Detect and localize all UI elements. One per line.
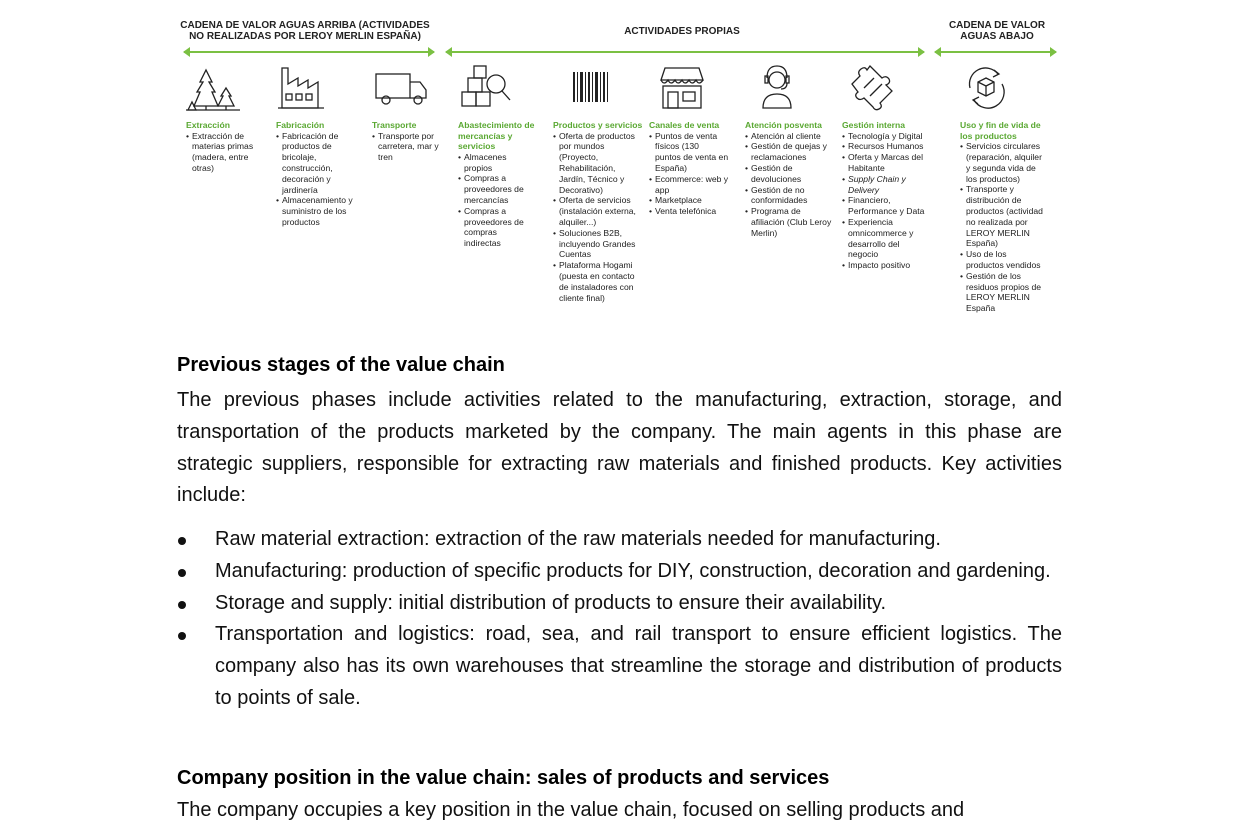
upstream-arrow [183, 47, 435, 57]
boxes-search-icon [461, 65, 511, 107]
section-heading-previous-stages: Previous stages of the value chain [177, 354, 505, 376]
stage-item: Gestión de quejas y reclamaciones [745, 141, 841, 163]
stage-item: Compras a proveedores de compras indirec… [458, 206, 548, 249]
list-item-text: Manufacturing: production of specific pr… [215, 559, 1051, 582]
stage-products-services: Productos y servicios Oferta de producto… [553, 62, 647, 303]
list-item: Raw material extraction: extraction of t… [177, 524, 1062, 556]
list-item-text: Storage and supply: initial distribution… [215, 591, 887, 614]
stage-internal-management: Gestión interna Tecnología y Digital Rec… [842, 62, 938, 271]
list-item: Manufacturing: production of specific pr… [177, 556, 1062, 588]
header-own-activities: ACTIVIDADES PROPIAS [624, 26, 740, 37]
bullet-dot [178, 632, 186, 641]
list-item-text: Transportation and logistics: road, sea,… [215, 623, 1062, 709]
stage-item: Programa de afiliación (Club Leroy Merli… [745, 206, 841, 238]
own-activities-arrow [445, 47, 925, 57]
section-paragraph-cut: The company occupies a key position in t… [177, 799, 965, 821]
stage-transport: Transporte Transporte por carretera, mar… [372, 62, 452, 163]
stage-item: Atención al cliente [745, 131, 841, 142]
stage-item: Soluciones B2B, incluyendo Grandes Cuent… [553, 228, 647, 260]
section-paragraph: The previous phases include activities r… [177, 389, 1062, 507]
value-chain-diagram: CADENA DE VALOR AGUAS ARRIBA (ACTIVIDADE… [178, 14, 1064, 324]
header-upstream: CADENA DE VALOR AGUAS ARRIBA (ACTIVIDADE… [180, 20, 430, 42]
circular-box-icon [968, 67, 1005, 109]
stage-title: Transporte [372, 120, 417, 130]
puzzle-icon [851, 65, 893, 111]
stage-item: Oferta y Marcas del Habitante [842, 152, 938, 174]
stage-item: Gestión de no conformidades [745, 185, 841, 207]
stage-item: Experiencia omnicommerce y desarrollo de… [842, 217, 938, 260]
header-downstream: CADENA DE VALOR AGUAS ABAJO [948, 20, 1046, 42]
bullet-list: Raw material extraction: extraction of t… [177, 524, 1062, 715]
stage-item: Plataforma Hogami (puesta en contacto de… [553, 260, 647, 303]
trees-icon [186, 68, 240, 111]
truck-icon [375, 73, 427, 105]
stage-item: Gestión de devoluciones [745, 163, 841, 185]
headset-icon [762, 65, 792, 109]
stage-title: Productos y servicios [553, 120, 643, 130]
stage-item: Impacto positivo [842, 260, 938, 271]
list-item-text: Raw material extraction: extraction of t… [215, 528, 941, 550]
store-icon [660, 67, 704, 109]
stage-item: Almacenes propios [458, 152, 548, 174]
stage-title: Canales de venta [649, 120, 720, 130]
stage-extraction: Extracción Extracción de materias primas… [186, 62, 270, 174]
stage-item: Recursos Humanos [842, 141, 938, 152]
stage-end-of-life: Uso y fin de vida de los productos Servi… [960, 62, 1056, 314]
stage-manufacturing: Fabricación Fabricación de productos de … [276, 62, 368, 228]
stage-item: Gestión de los residuos propios de LEROY… [960, 271, 1056, 314]
stage-item: Almacenamiento y suministro de los produ… [276, 195, 368, 227]
bullet-dot [178, 537, 186, 545]
stage-title: Uso y fin de vida de los productos [960, 120, 1041, 141]
section-heading-company-position: Company position in the value chain: sal… [177, 767, 830, 789]
list-item: Storage and supply: initial distribution… [177, 588, 1062, 620]
stage-after-sales: Atención posventa Atención al cliente Ge… [745, 62, 841, 239]
bullet-dot [178, 568, 186, 577]
stage-item: Transporte por carretera, mar y tren [372, 131, 452, 163]
stage-title: Fabricación [276, 120, 325, 130]
stage-item: Compras a proveedores de mercancías [458, 173, 548, 205]
stage-title: Abastecimiento de mercancías y servicios [458, 120, 535, 152]
stage-item: Extracción de materias primas (madera, e… [186, 131, 270, 174]
stage-item: Marketplace [649, 195, 741, 206]
stage-item: Servicios circulares (reparación, alquil… [960, 141, 1056, 184]
stage-item: Financiero, Performance y Data [842, 195, 938, 217]
stage-item: Venta telefónica [649, 206, 741, 217]
stage-title: Gestión interna [842, 120, 906, 130]
stage-title: Extracción [186, 120, 230, 130]
list-item: Transportation and logistics: road, sea,… [177, 619, 1062, 714]
stage-item: Tecnología y Digital [842, 131, 938, 142]
stage-item: Transporte y distribución de productos (… [960, 184, 1056, 249]
stage-item: Fabricación de productos de bricolaje, c… [276, 131, 368, 196]
stage-item: Supply Chain y Delivery [842, 174, 938, 196]
downstream-arrow [934, 47, 1057, 57]
stage-supply: Abastecimiento de mercancías y servicios… [458, 62, 548, 249]
stage-sales-channels: Canales de venta Puntos de venta físicos… [649, 62, 741, 217]
bullet-dot [178, 600, 186, 609]
stage-item: Oferta de servicios (instalación externa… [553, 195, 647, 227]
stage-item: Ecommerce: web y app [649, 174, 741, 196]
stage-item: Oferta de productos por mundos (Proyecto… [553, 131, 647, 196]
stage-title: Atención posventa [745, 120, 822, 130]
factory-icon [278, 67, 324, 109]
stage-item: Uso de los productos vendidos [960, 249, 1056, 271]
barcode-icon [573, 72, 608, 102]
stage-item: Puntos de venta físicos (130 puntos de v… [649, 131, 741, 174]
